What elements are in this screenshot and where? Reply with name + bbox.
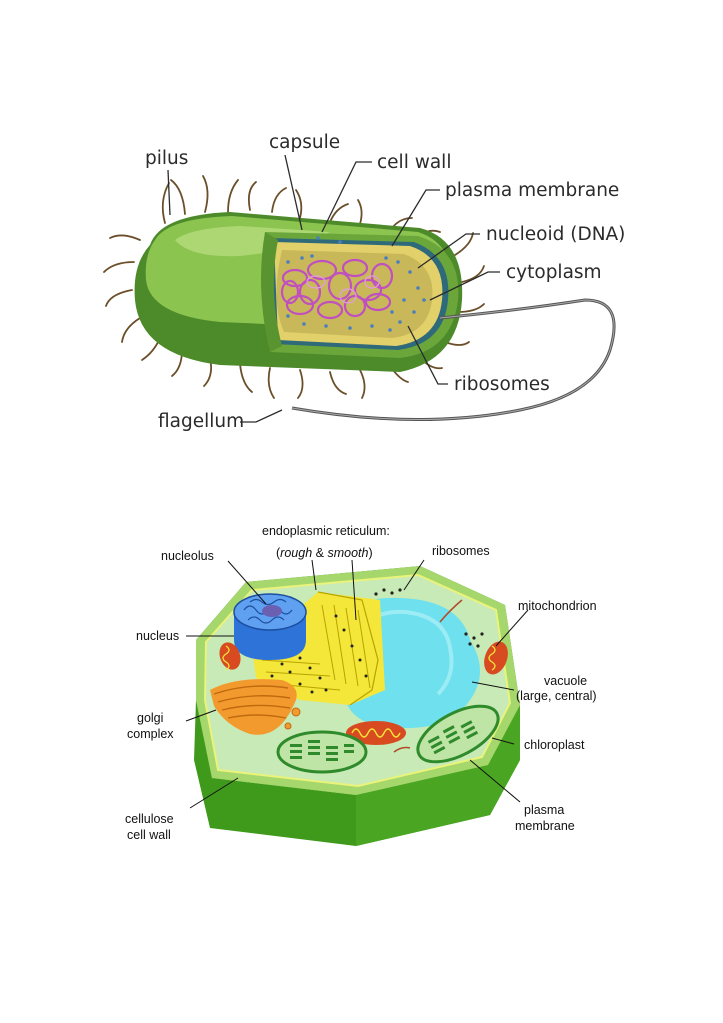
golgi-complex <box>210 679 301 735</box>
bacterium-leader-lines <box>167 154 500 423</box>
plant-leader-lines <box>185 559 529 809</box>
bacterial-cell: pilus capsule cell wall plasma membrane … <box>103 132 625 432</box>
label-plasma: plasma <box>524 803 564 817</box>
nucleoid-dna <box>280 258 394 320</box>
label-ribosomes: ribosomes <box>432 544 490 558</box>
label-er-types: (rough & smooth) <box>276 546 373 560</box>
nucleolus <box>262 605 282 617</box>
label-nucleolus: nucleolus <box>161 549 214 563</box>
label-plasma-membrane: plasma membrane <box>445 180 619 201</box>
label-mitochondrion: mitochondrion <box>518 599 597 613</box>
label-vacuole-detail: (large, central) <box>516 689 597 703</box>
cytoplasm-region <box>276 250 433 338</box>
pili <box>103 175 485 399</box>
label-golgi: golgi <box>137 711 163 725</box>
label-vacuole: vacuole <box>544 674 587 688</box>
cut-face-edge <box>261 232 282 352</box>
label-pilus: pilus <box>145 148 188 169</box>
mitochondria <box>219 641 508 745</box>
label-capsule: capsule <box>269 132 340 153</box>
label-er-title: endoplasmic reticulum: <box>262 524 390 538</box>
label-chloroplast: chloroplast <box>524 738 585 752</box>
label-membrane: membrane <box>515 819 575 833</box>
plant-cell: endoplasmic reticulum: (rough & smooth) … <box>125 524 597 846</box>
label-nucleus: nucleus <box>136 629 179 643</box>
cell-ribosomes <box>374 588 484 648</box>
label-cell-wall: cell wall <box>377 152 451 173</box>
ribosome-dots <box>286 236 426 332</box>
label-flagellum: flagellum <box>158 411 244 432</box>
label-ribosomes: ribosomes <box>454 374 550 395</box>
label-cellulose: cellulose <box>125 812 174 826</box>
label-cell-wall: cell wall <box>127 828 171 842</box>
label-nucleoid: nucleoid (DNA) <box>486 224 625 245</box>
chloroplasts <box>276 704 500 774</box>
nucleus <box>233 593 307 660</box>
label-golgi-complex: complex <box>127 727 174 741</box>
label-cytoplasm: cytoplasm <box>506 262 602 283</box>
